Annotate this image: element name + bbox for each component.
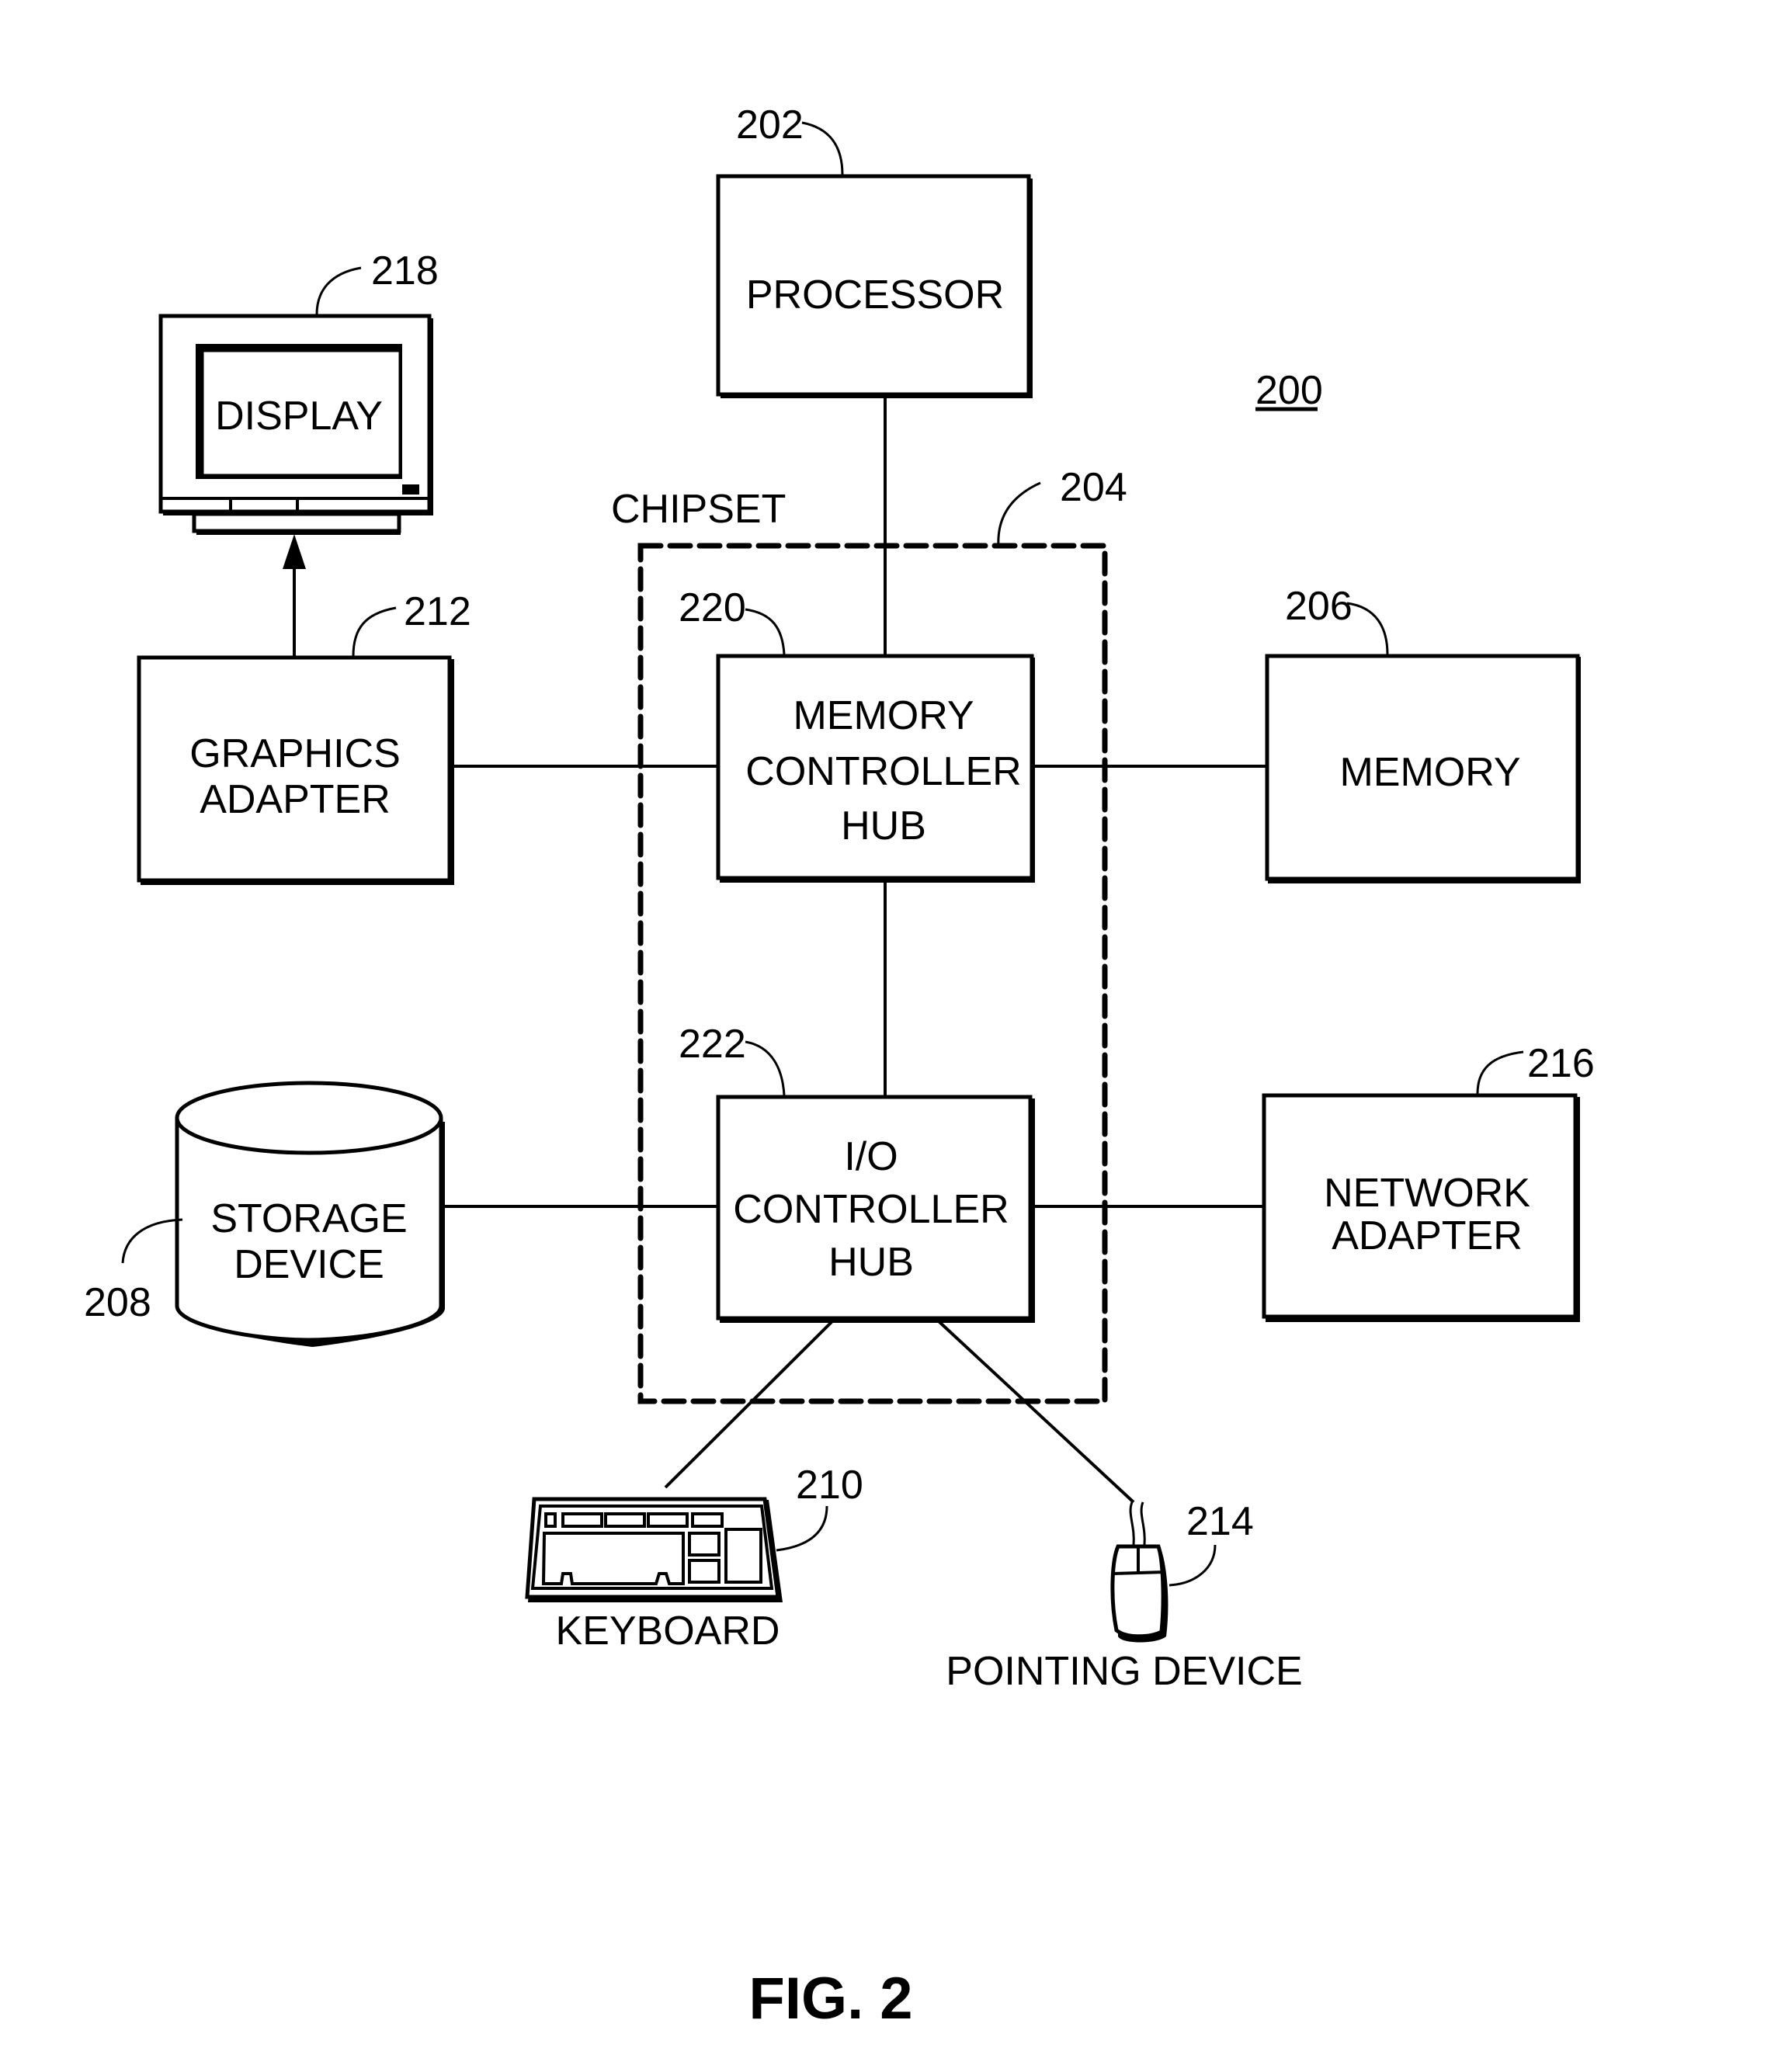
display-label: DISPLAY [215, 394, 383, 439]
monitor-power-button-icon [402, 484, 419, 495]
storage-label-line-2: DEVICE [234, 1242, 384, 1287]
display-ref: 218 [371, 248, 439, 293]
mch-label-line-2: CONTROLLER [745, 749, 1021, 794]
monitor-stand [192, 512, 401, 533]
storage-cylinder-body[interactable] [175, 1118, 443, 1342]
mch-box[interactable] [716, 654, 1034, 880]
storage-device-block[interactable]: STORAGE DEVICE 208 [84, 1081, 445, 1347]
keyboard-label: KEYBOARD [556, 1609, 780, 1654]
mch-ref: 220 [679, 585, 746, 630]
keyboard-ref: 210 [796, 1463, 863, 1508]
storage-ref: 208 [84, 1280, 151, 1325]
ich-leader [745, 1040, 786, 1096]
keyboard-case[interactable] [525, 1497, 780, 1599]
processor-block[interactable]: PROCESSOR 202 [716, 102, 1033, 398]
keyboard-block[interactable]: 210 KEYBOARD [525, 1463, 863, 1654]
chipset-ref: 204 [1060, 465, 1127, 510]
network-adapter-leader [1476, 1050, 1524, 1095]
network-adapter-ref: 216 [1527, 1041, 1595, 1086]
pointing-device-ref: 214 [1186, 1499, 1254, 1544]
display-block[interactable]: DISPLAY 218 [158, 248, 439, 535]
processor-box[interactable] [716, 174, 1031, 397]
graphics-adapter-label-line-1: GRAPHICS [189, 731, 401, 776]
memory-ref: 206 [1285, 584, 1353, 629]
network-adapter-label-line-1: NETWORK [1324, 1171, 1530, 1216]
storage-cylinder-top [175, 1081, 443, 1155]
ich-ref: 222 [679, 1022, 746, 1067]
pointing-device-label: POINTING DEVICE [946, 1649, 1302, 1694]
figure-reference: 200 [1255, 368, 1323, 413]
processor-leader [801, 121, 844, 175]
graphics-adapter-label-line-2: ADAPTER [200, 777, 391, 822]
mch-label-line-1: MEMORY [793, 693, 974, 738]
processor-ref: 202 [736, 102, 804, 148]
network-adapter-block[interactable]: NETWORK ADAPTER 216 [1262, 1041, 1595, 1322]
connections [293, 398, 1266, 1504]
connector-ich-keyboard [664, 1320, 834, 1489]
mch-label-line-3: HUB [841, 803, 926, 849]
graphics-adapter-block[interactable]: GRAPHICS ADAPTER 212 [137, 589, 471, 885]
memory-box[interactable] [1265, 654, 1580, 881]
arrowhead-icon [283, 534, 306, 569]
processor-label: PROCESSOR [746, 272, 1004, 318]
mouse-cord-icon [1129, 1501, 1146, 1546]
keyboard-keys-icon [541, 1512, 762, 1585]
graphics-adapter-ref: 212 [404, 589, 471, 634]
connector-ich-pointing [937, 1320, 1135, 1504]
mch-block[interactable]: MEMORY CONTROLLER HUB 220 [679, 585, 1035, 883]
ich-label-line-1: I/O [844, 1134, 898, 1179]
graphics-adapter-box[interactable] [137, 655, 452, 883]
keyboard-inner [530, 1505, 774, 1590]
mch-leader [745, 608, 786, 655]
ich-label-line-2: CONTROLLER [733, 1187, 1009, 1232]
pointing-device-leader [1169, 1544, 1217, 1587]
monitor-screen [201, 349, 401, 477]
memory-leader [1346, 602, 1389, 655]
chipset-boundary [637, 543, 1108, 1404]
network-adapter-label-line-2: ADAPTER [1332, 1213, 1523, 1258]
memory-block[interactable]: MEMORY 206 [1265, 584, 1581, 883]
chipset-label: CHIPSET [611, 487, 786, 532]
figure-caption: FIG. 2 [748, 1966, 912, 2032]
graphics-adapter-leader [352, 606, 397, 657]
ich-box[interactable] [716, 1095, 1033, 1321]
storage-leader [121, 1218, 183, 1264]
display-leader [315, 266, 362, 315]
storage-label-line-1: STORAGE [210, 1196, 407, 1241]
chipset-leader [997, 481, 1041, 547]
pointing-device-block[interactable]: 214 POINTING DEVICE [946, 1499, 1302, 1694]
memory-label: MEMORY [1339, 750, 1520, 795]
ich-label-line-3: HUB [828, 1240, 914, 1285]
keyboard-leader [776, 1505, 828, 1552]
network-adapter-box[interactable] [1262, 1093, 1578, 1319]
ich-block[interactable]: I/O CONTROLLER HUB 222 [679, 1022, 1035, 1323]
chipset-group: CHIPSET 204 [611, 465, 1127, 1404]
